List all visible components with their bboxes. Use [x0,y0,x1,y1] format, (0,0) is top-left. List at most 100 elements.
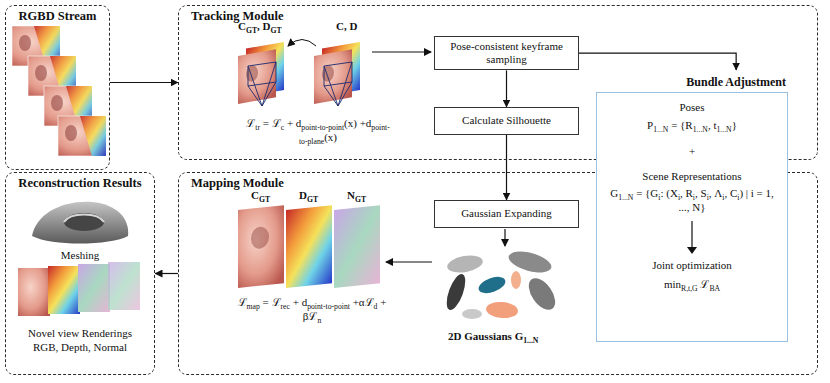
text-run: 1...N [618,193,633,202]
text-run: , t [708,119,717,131]
text-run: ℒ [246,117,255,129]
text-run: , Λ [709,187,722,199]
flow-arrow [504,229,505,246]
text-run: (x) +d [344,117,371,129]
text-run: BA [709,284,720,293]
box-label: Calculate Silhouette [462,114,551,127]
text-run: , C [724,187,737,199]
text-run: i [707,193,709,202]
formula-line: Joint optimization [652,259,732,273]
panel-title: Reconstruction Results [6,176,154,191]
text-run: 1...N [523,336,538,345]
box-label: Pose-consistent keyframe sampling [441,40,572,66]
figure-label: CGT, DGT [238,20,282,34]
formula-line: Poses [679,101,704,115]
text-run: , D [257,20,270,32]
text-run: i [658,193,660,202]
text-run: rec [281,302,290,311]
text-run: N [347,189,355,201]
text-run: n [317,316,321,325]
flow-connector [506,135,507,200]
formula-line: G1...N = {Gi: (Xi, Ri, Si, Λi, Ci) | i =… [605,187,779,215]
text-run: Novel view Renderings RGB, Depth, Normal [28,327,132,353]
curved-arrow [288,40,316,47]
text-run: C [238,20,246,32]
text-run: C [251,189,259,201]
text-run: Joint optimization [652,259,732,271]
text-run: Meshing [61,249,100,261]
text-run: = ℒ [260,117,281,129]
text-run: R,t,G [681,284,698,293]
flow-arrow [372,51,431,52]
flow-connector [155,273,178,274]
panel-heading: Bundle Adjustment [686,70,786,89]
figure-label: ℒmap = ℒrec + dpoint-to-point +αℒd + βℒn [237,296,387,324]
camera-frustum [324,62,352,106]
text-run: = {G [633,187,658,199]
text-run: GT [355,195,366,204]
rendered-images [314,42,360,104]
box-label: Gaussian Expanding [461,207,552,220]
text-run: G [610,187,618,199]
text-run: Bundle Adjustment [686,75,786,89]
down-arrow [682,219,702,255]
flow-connector [110,82,178,83]
input-panel: RGBD Stream [5,5,110,170]
text-run: c [281,123,284,132]
flow-connector [506,70,507,107]
text-run: GT [271,26,282,35]
figure-label: C, D [336,20,357,34]
text-run: = {R [668,119,692,131]
text-run: Poses [679,101,704,113]
text-run: P [647,119,653,131]
text-run: , S [695,187,707,199]
text-run: d [374,302,378,311]
text-run: , R [680,187,693,199]
formula-line: Scene Representations [642,170,741,184]
formula-line: + [689,145,695,159]
text-run: +αℒ [350,296,374,308]
figure-label: CGT [251,189,270,203]
text-run: = ℒ [260,296,281,308]
text-run: 2D Gaussians G [448,330,523,342]
figure-label: Meshing [20,249,140,263]
figure-label: NGT [347,189,366,203]
render-strip [18,262,140,316]
panel-title: RGBD Stream [6,9,109,24]
text-run: Reconstruction Results [18,176,141,190]
process-box: Calculate Silhouette [434,107,579,135]
text-run: 1...N [716,125,731,134]
frame-stack [12,26,106,156]
text-run: : (X [660,187,677,199]
text-run: GT [246,26,257,35]
text-run: GT [259,195,270,204]
figure-label: Novel view Renderings RGB, Depth, Normal [20,327,140,355]
text-run: Calculate Silhouette [462,114,551,126]
text-run: i [722,193,724,202]
text-run: 1...N [653,125,668,134]
text-run: + d [284,117,301,129]
mesh-render [32,202,128,244]
text-run: map [247,302,260,311]
gt-images [238,42,284,104]
process-box: Gaussian Expanding [434,200,579,228]
text-run: RGBD Stream [19,9,97,23]
text-run: ℒ [698,278,710,290]
text-run: + [689,145,695,157]
module-title: Mapping Module [191,176,284,191]
text-run: point-to-point [301,123,344,132]
text-run: (x) [324,131,337,143]
optimization-panel: Bundle AdjustmentPosesP1...N = {R1...N, … [596,70,788,342]
flow-arrow [386,261,432,262]
text-run: GT [307,195,318,204]
camera-frustum [248,62,276,106]
text-run: Gaussian Expanding [461,207,552,219]
text-run: + d [290,296,307,308]
formula-line: P1...N = {R1...N, t1...N} [647,119,737,133]
figure-label: DGT [299,189,318,203]
process-box: Pose-consistent keyframe sampling [434,36,579,70]
text-run: Pose-consistent keyframe sampling [450,40,563,65]
text-run: tr [255,123,260,132]
text-run: Mapping Module [191,176,284,190]
text-run: 1...N [693,125,708,134]
